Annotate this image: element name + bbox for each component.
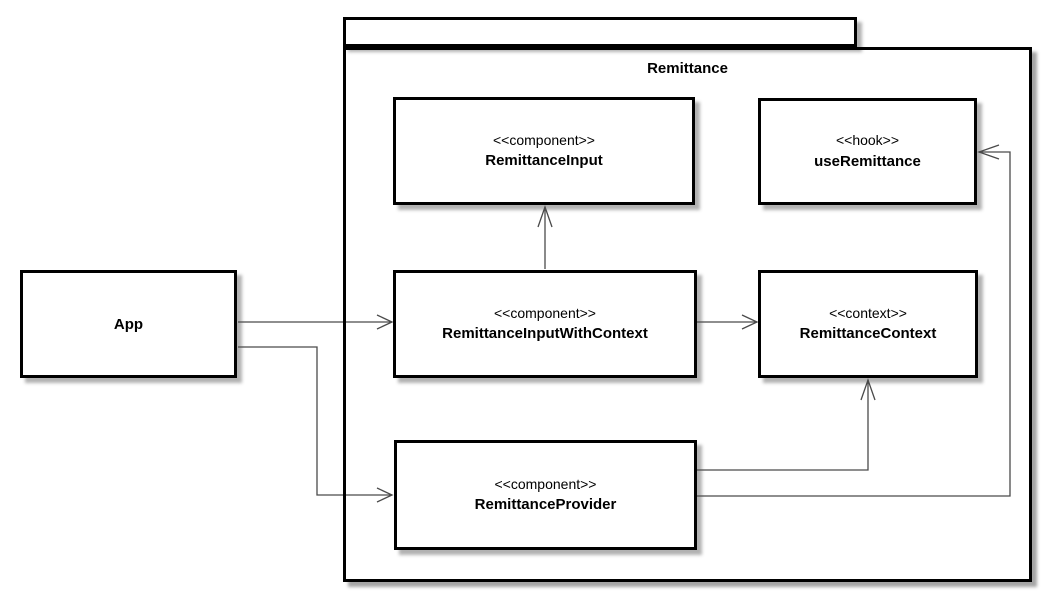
node-use-remittance-label: useRemittance — [814, 152, 921, 170]
package-tab — [343, 17, 857, 47]
node-remittance-input: <<component>> RemittanceInput — [393, 97, 695, 205]
node-remittance-input-stereotype: <<component>> — [493, 131, 595, 148]
package-remittance-frame: Remittance — [343, 47, 1032, 582]
node-remittance-provider: <<component>> RemittanceProvider — [394, 440, 697, 550]
node-remittance-provider-stereotype: <<component>> — [494, 475, 597, 492]
node-remittance-provider-label: RemittanceProvider — [474, 496, 617, 514]
package-title: Remittance — [647, 60, 728, 77]
node-remittance-input-label: RemittanceInput — [485, 152, 603, 170]
node-use-remittance-stereotype: <<hook>> — [835, 132, 900, 149]
node-remittance-context: <<context>> RemittanceContext — [758, 270, 978, 378]
node-app: App — [20, 270, 237, 378]
node-remittance-context-label: RemittanceContext — [799, 325, 937, 343]
node-remittance-input-with-context: <<component>> RemittanceInputWithContext — [393, 270, 697, 378]
node-remittance-context-stereotype: <<context>> — [829, 304, 907, 321]
node-use-remittance: <<hook>> useRemittance — [758, 98, 977, 205]
node-app-label: App — [113, 315, 144, 333]
node-riwc-stereotype: <<component>> — [494, 304, 596, 321]
node-riwc-label: RemittanceInputWithContext — [442, 325, 648, 343]
